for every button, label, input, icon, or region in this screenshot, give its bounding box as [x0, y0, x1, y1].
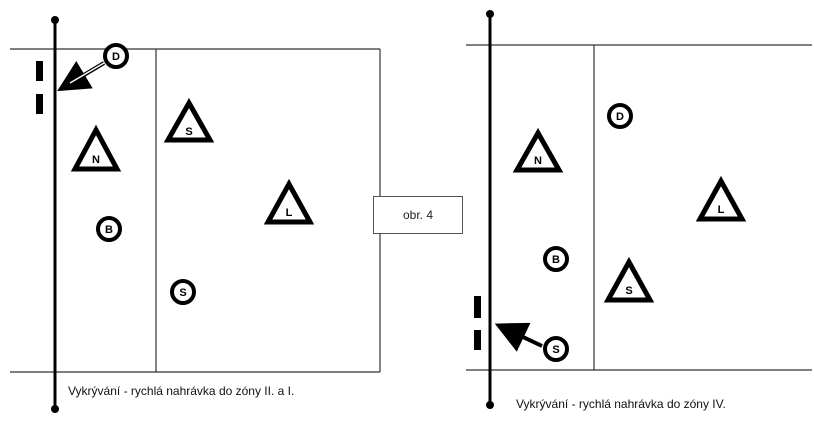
left-net-bottom-dot: [51, 405, 59, 413]
left-player-n-letter: N: [92, 154, 100, 166]
right-player-n-letter: N: [534, 155, 542, 167]
left-player-d: D: [103, 43, 129, 69]
right-block-bottom-bar: [474, 330, 481, 350]
left-court: [10, 16, 381, 413]
left-player-d-letter: D: [112, 51, 120, 63]
right-player-b: B: [543, 246, 569, 272]
right-net-bottom-dot: [486, 401, 494, 409]
left-player-s-back: S: [170, 279, 196, 305]
left-ball-arrow-inner: [69, 62, 105, 84]
right-player-s-back: S: [543, 336, 569, 362]
right-player-s-back-letter: S: [552, 344, 559, 356]
left-block-top-bar: [36, 61, 43, 81]
right-player-d-letter: D: [616, 111, 624, 123]
right-player-s-front-letter: S: [625, 285, 632, 297]
left-player-b-letter: B: [105, 224, 113, 236]
right-ball-arrow: [494, 322, 543, 352]
left-caption: Vykrývání - rychlá nahrávka do zóny II. …: [68, 384, 295, 398]
left-net-top-dot: [51, 16, 59, 24]
right-player-l: L: [695, 175, 747, 222]
right-player-l-letter: L: [718, 204, 725, 216]
right-player-s-front: S: [603, 256, 655, 303]
right-player-b-letter: B: [552, 254, 560, 266]
right-player-d: D: [607, 103, 633, 129]
figure-label: obr. 4: [373, 196, 463, 234]
right-court: [466, 10, 812, 409]
left-player-n: N: [70, 124, 122, 172]
right-caption: Vykrývání - rychlá nahrávka do zóny IV.: [516, 397, 726, 411]
left-player-l-letter: L: [286, 207, 293, 219]
left-player-b: B: [96, 216, 122, 242]
right-net-top-dot: [486, 10, 494, 18]
left-player-s-back-letter: S: [179, 287, 186, 299]
left-player-l: L: [263, 178, 315, 225]
right-block-top-bar: [474, 296, 481, 318]
right-player-n: N: [512, 127, 564, 173]
left-player-s-front: S: [163, 97, 215, 143]
left-player-s-front-letter: S: [185, 126, 192, 138]
left-block-bottom-bar: [36, 94, 43, 114]
